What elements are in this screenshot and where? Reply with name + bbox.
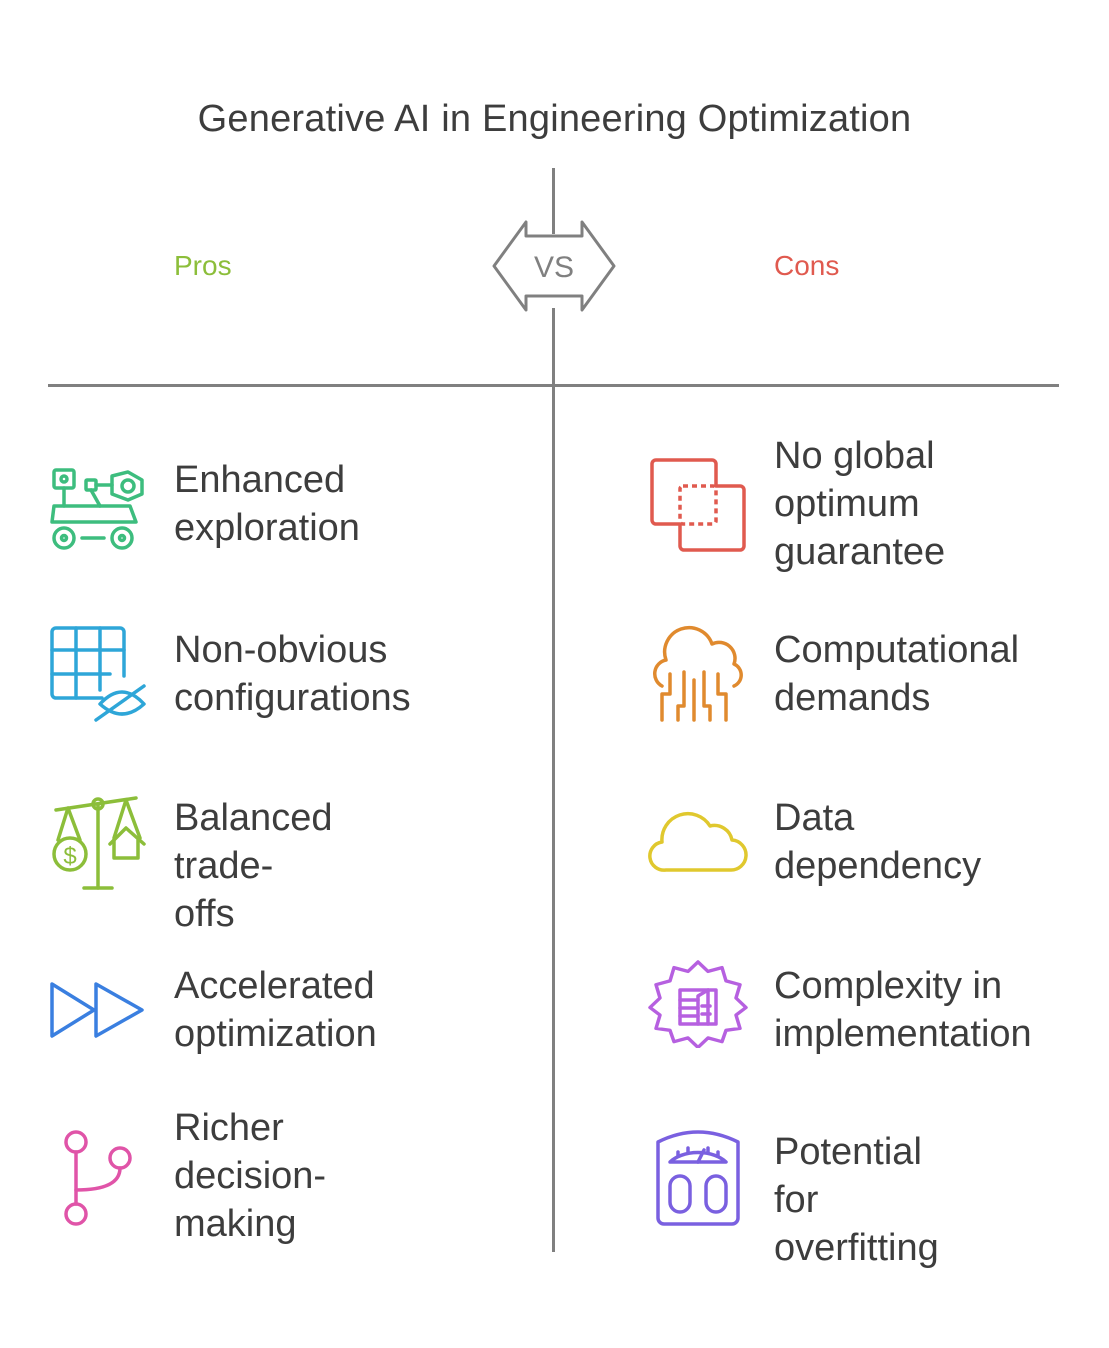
cloud-icon (648, 810, 748, 879)
svg-text:$: $ (63, 843, 76, 870)
fast-forward-icon (48, 978, 148, 1047)
branch-icon (58, 1128, 138, 1237)
balance-scale-icon: $ (48, 792, 148, 897)
gear-factory-icon (648, 960, 748, 1053)
pro-item-5-text: Richer decision- making (174, 1107, 327, 1245)
vs-text: VS (534, 251, 574, 284)
con-item-4-text: Complexity in implementation (774, 965, 1032, 1055)
overlapping-squares-icon (648, 456, 748, 561)
weighing-scale-icon (652, 1128, 744, 1233)
pro-item-1-text: Enhanced exploration (174, 459, 360, 549)
double-arrow-icon: VS (492, 220, 616, 312)
grid-hidden-eye-icon (48, 624, 148, 729)
pro-item-3-text: Balanced trade- offs (174, 797, 333, 935)
con-item-1-text: No global optimum guarantee (774, 435, 946, 573)
horizontal-divider (48, 384, 1059, 387)
pros-label: Pros (174, 250, 232, 281)
con-item-5-text: Potential for overfitting (774, 1131, 939, 1269)
vertical-divider (552, 308, 555, 1252)
con-item-3-text: Data dependency (774, 797, 982, 887)
con-item-2-text: Computational demands (774, 629, 1020, 719)
vs-badge: VS (490, 212, 618, 320)
vertical-divider-top (552, 168, 555, 234)
rover-robot-icon (48, 460, 148, 561)
pro-item-4-text: Accelerated optimization (174, 965, 377, 1055)
cons-label: Cons (774, 250, 840, 281)
cloud-circuit-icon (648, 624, 748, 729)
diagram-title: Generative AI in Engineering Optimizatio… (197, 98, 912, 140)
pro-item-2-text: Non-obvious configurations (174, 629, 411, 719)
